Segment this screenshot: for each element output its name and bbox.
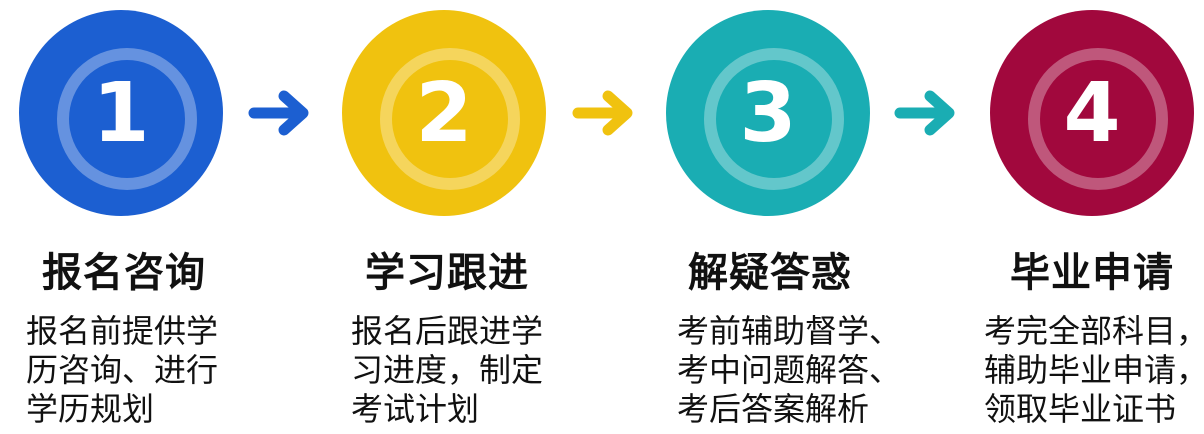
- step-1-title: 报名咨询: [42, 250, 206, 296]
- step-3-number: 3: [739, 65, 797, 161]
- arrow-right-icon: [248, 90, 309, 136]
- description-line: 考试计划: [351, 390, 480, 428]
- description-line: 领取毕业证书: [984, 390, 1177, 428]
- step-2-number: 2: [415, 65, 473, 161]
- step-2-description: 报名后跟进学 习进度，制定 考试计划: [351, 312, 543, 429]
- step-1-description: 报名前提供学 历咨询、进行 学历规划: [26, 312, 218, 429]
- description-line: 报名后跟进学: [351, 312, 544, 350]
- description-line: 考前辅助督学、: [677, 312, 902, 350]
- description-line: 考中问题解答、: [677, 351, 902, 389]
- step-2-circle: 2: [342, 10, 546, 216]
- description-line: 习进度，制定: [351, 351, 544, 389]
- step-3-circle: 3: [666, 10, 870, 216]
- step-1-circle: 1: [19, 10, 223, 216]
- arrow-right-icon: [894, 90, 955, 136]
- step-4-circle: 4: [990, 10, 1194, 216]
- description-line: 辅助毕业申请，: [984, 351, 1204, 389]
- description-line: 报名前提供学: [26, 312, 219, 350]
- step-4-number: 4: [1063, 65, 1121, 161]
- step-3-title: 解疑答惑: [688, 250, 852, 296]
- arrow-right-icon: [572, 90, 633, 136]
- description-line: 学历规划: [26, 390, 155, 428]
- description-line: 历咨询、进行: [26, 351, 219, 389]
- description-line: 考完全部科目，: [984, 312, 1204, 350]
- step-2-title: 学习跟进: [365, 250, 529, 296]
- description-line: 考后答案解析: [677, 390, 870, 428]
- step-1-number: 1: [92, 65, 150, 161]
- step-4-title: 毕业申请: [1010, 250, 1174, 296]
- step-4-description: 考完全部科目， 辅助毕业申请， 领取毕业证书: [984, 312, 1204, 429]
- step-3-description: 考前辅助督学、 考中问题解答、 考后答案解析: [677, 312, 901, 429]
